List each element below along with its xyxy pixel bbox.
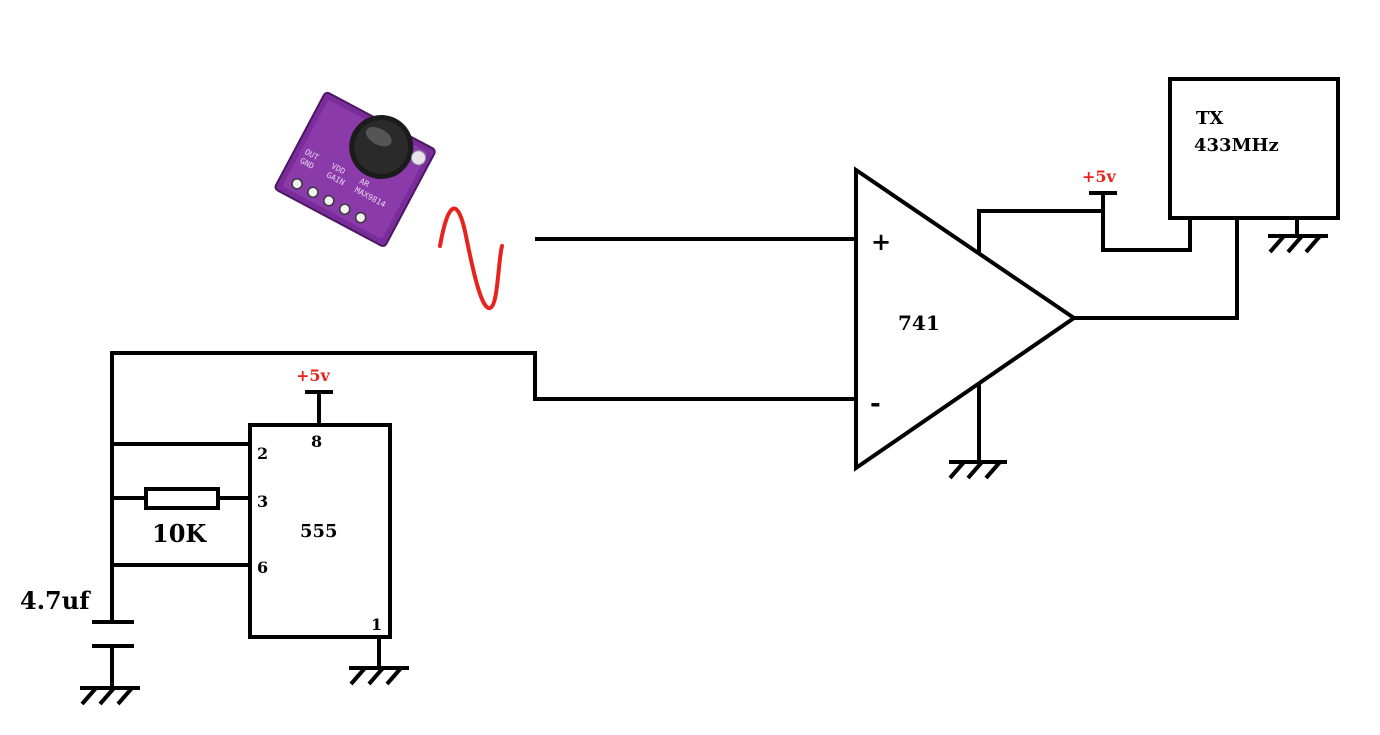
timer-pin-2: 2 [257,444,268,463]
ground-symbol-capacitor [80,686,140,706]
mic-pin-row [291,178,367,224]
timer-pin-8: 8 [311,432,322,451]
timer-pin-1: 1 [371,615,382,634]
resistor-10k [144,487,220,510]
timer-label: 555 [300,521,338,542]
opamp-label: 741 [898,311,940,335]
svg-text:AR: AR [358,177,371,190]
ground-symbol-tx [1268,234,1328,254]
audio-signal-wave [438,206,504,310]
wire-opamp-out-to-tx [1072,216,1239,320]
supply-label-timer: +5v [296,366,331,385]
supply-label-top: +5v [1082,167,1117,186]
wire-opamp-vcc [977,209,1105,252]
capacitor-value: 4.7uf [20,586,91,615]
timer-pin-6: 6 [257,558,268,577]
microphone-module: OUT GND VDD GAIN AR MAX9814 [274,91,436,247]
tx-label: TX [1196,108,1223,129]
tx-frequency-label: 433MHz [1194,135,1279,156]
wire-timer-to-minus [110,351,858,401]
wire-vcc-to-tx [1101,191,1192,252]
resistor-value: 10K [152,519,207,548]
opamp-minus-sign: - [870,389,881,419]
ground-symbol-opamp [948,460,1007,480]
opamp-plus-sign: + [871,227,891,256]
ground-symbol-timer [349,666,409,686]
tx-module-box [1168,77,1340,220]
timer-pin-3: 3 [257,492,268,511]
opamp-741-triangle [854,166,1078,472]
